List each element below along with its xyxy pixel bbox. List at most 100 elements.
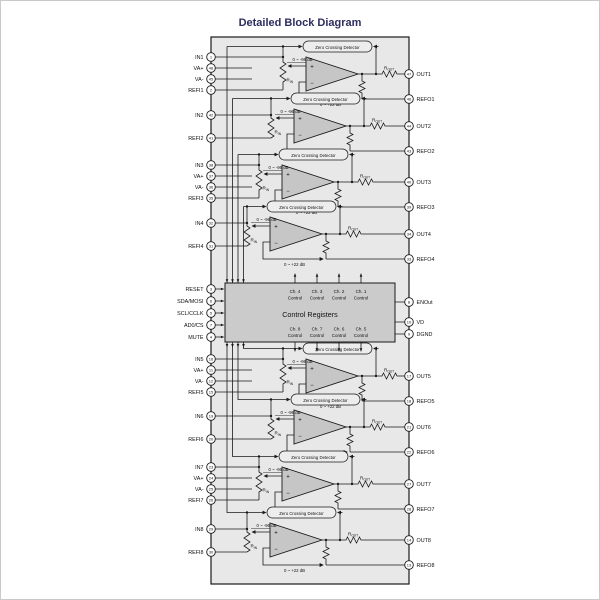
control-pin-arrows <box>220 287 225 339</box>
pin-label: SDA/MOSI <box>177 299 203 305</box>
pin-number: 24 <box>209 476 214 481</box>
pin-label: REFO8 <box>417 563 435 569</box>
pin-label: VA- <box>195 487 204 493</box>
pin-number: 28 <box>407 507 412 512</box>
ch2-control-label: Ch. 2 <box>334 289 345 294</box>
pin-circle <box>206 110 216 120</box>
pin-label: REFO2 <box>417 149 435 155</box>
pin-label: REFO3 <box>417 205 435 211</box>
ch4-control-label2: Control <box>288 295 303 300</box>
pin-label: VA+ <box>194 174 204 180</box>
attenuation-range-label: 0 ~ -96 dB <box>293 57 313 62</box>
pin-circle <box>404 317 414 327</box>
pin-label: REFO7 <box>417 507 435 513</box>
page-title: Detailed Block Diagram <box>239 17 362 29</box>
pin-label: VD <box>417 320 425 326</box>
rout-label: ROUT <box>348 531 358 537</box>
rout-label: ROUT <box>348 225 358 231</box>
pin-number: 2 <box>210 88 213 93</box>
pin-sda-mosi: 6 SDA/MOSI <box>177 296 216 306</box>
pin-number: 43 <box>407 149 412 154</box>
pin-circle <box>404 297 414 307</box>
pin-number: 35 <box>209 196 214 201</box>
pin-circle <box>206 193 216 203</box>
amp-plus-label: + <box>310 65 314 71</box>
pin-number: 22 <box>407 450 412 455</box>
pin-ad0-cs: 7 AD0/CS <box>184 320 216 330</box>
rin-label: RIN <box>263 488 270 494</box>
pin-label: VA+ <box>194 476 204 482</box>
amp-plus-label: + <box>310 367 314 373</box>
pin-label: REFI3 <box>188 196 203 202</box>
zero-crossing-detector-label: Zero Crossing Detector <box>279 205 324 210</box>
pin-circle <box>206 462 216 472</box>
ch4-control-label: Ch. 4 <box>290 289 301 294</box>
channel-2-wires <box>215 98 405 283</box>
amp-minus-label: − <box>310 81 314 87</box>
pin-number: 4 <box>210 335 213 340</box>
pin-label: VA+ <box>194 66 204 72</box>
pin-refo8: 13 REFO8 <box>404 560 435 570</box>
pin-number: 13 <box>407 563 412 568</box>
pin-number: 8 <box>408 300 411 305</box>
pin-number: 5 <box>210 311 213 316</box>
pin-refi3: 35 REFI3 <box>188 193 216 203</box>
pin-circle <box>404 329 414 339</box>
pin-circle <box>206 63 216 73</box>
pin-number: 36 <box>209 185 214 190</box>
gain-range-label: 0 ~ +22 dB <box>320 404 341 409</box>
channel-8-bus-arrow <box>225 344 229 348</box>
pin-circle <box>206 376 216 386</box>
channel-1-labels: Zero Crossing Detector 0 ~ -96 dB 0 ~ +2… <box>287 45 395 107</box>
channel-5-bus-arrow <box>242 344 245 348</box>
ch5-control-label: Ch. 5 <box>356 326 367 331</box>
pin-circle <box>404 177 414 187</box>
pin-circle <box>206 320 216 330</box>
zero-crossing-detector-label: Zero Crossing Detector <box>315 347 360 352</box>
attenuation-range-label: 0 ~ -96 dB <box>281 109 301 114</box>
zero-crossing-detector-label: Zero Crossing Detector <box>303 97 348 102</box>
pin-number: 9 <box>408 332 411 337</box>
pin-number: 7 <box>210 323 213 328</box>
pin-circle <box>404 396 414 406</box>
pin-number: 6 <box>210 299 213 304</box>
amp-minus-label: − <box>310 383 314 389</box>
pin-refo7: 28 REFO7 <box>404 504 435 514</box>
pin-number: 15 <box>209 390 214 395</box>
ch3-control-label2: Control <box>310 295 325 300</box>
pin-number: 34 <box>407 232 412 237</box>
pin-label: IN3 <box>195 163 203 169</box>
pin-number: 18 <box>407 399 412 404</box>
ch7-control-label: Ch. 7 <box>312 326 323 331</box>
pin-circle <box>206 296 216 306</box>
ch6-control-label2: Control <box>332 333 347 338</box>
pin-label: REFI8 <box>188 550 203 556</box>
pin-label: OUT3 <box>417 180 431 186</box>
pin-label: OUT4 <box>417 232 431 238</box>
amp-minus-label: − <box>298 434 302 440</box>
pin-label: AD0/CS <box>184 323 204 329</box>
pin-circle <box>404 69 414 79</box>
pin-circle <box>206 524 216 534</box>
pin-number: 21 <box>407 425 412 430</box>
pin-circle <box>206 354 216 364</box>
pin-circle <box>206 133 216 143</box>
ch3-control-label: Ch. 3 <box>312 289 323 294</box>
pin-label: OUT6 <box>417 425 431 431</box>
ch7-control-label2: Control <box>310 333 325 338</box>
